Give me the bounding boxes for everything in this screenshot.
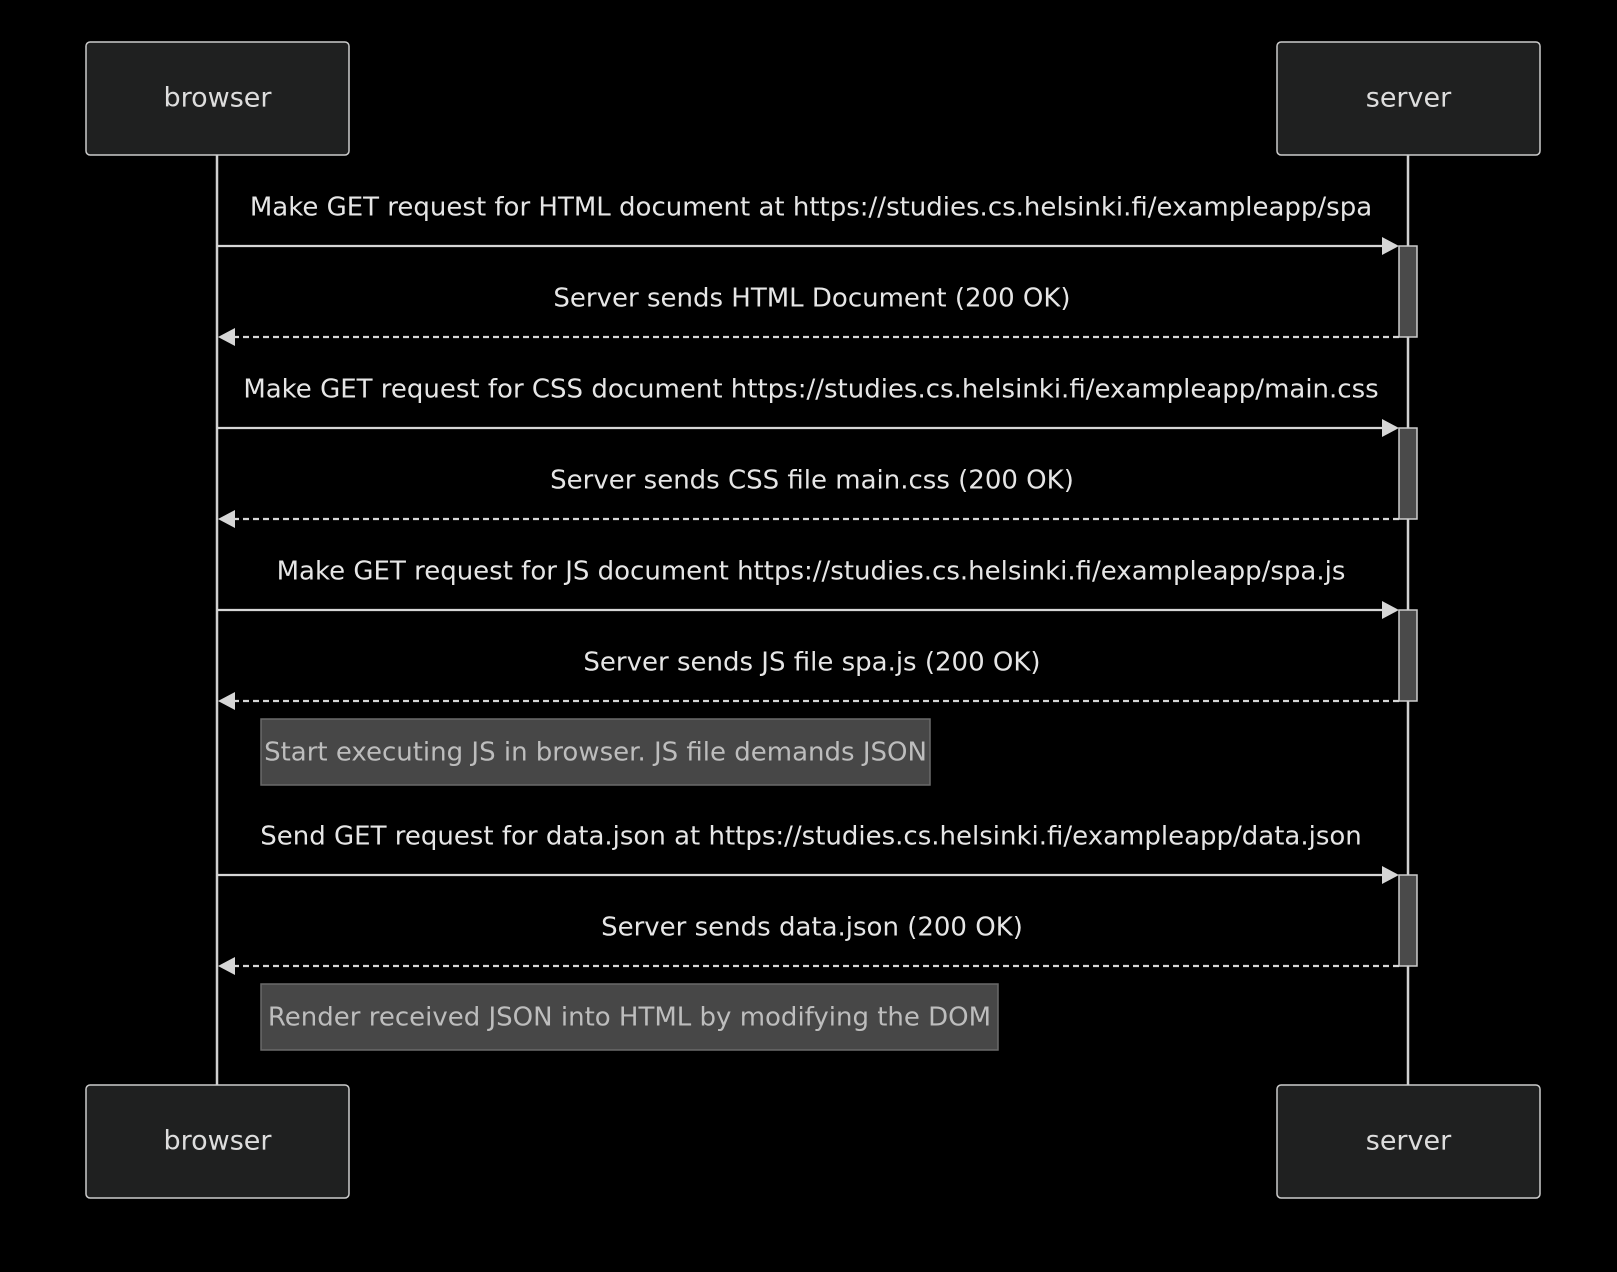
message-1-label: Make GET request for HTML document at ht… (250, 193, 1372, 223)
arrowhead-right-icon (1382, 601, 1399, 619)
message-5: Make GET request for JS document https:/… (217, 557, 1399, 619)
message-8: Server sends data.json (200 OK) (218, 913, 1399, 975)
actor-browser-top-label: browser (163, 83, 272, 114)
server-activation-2 (1398, 427, 1418, 520)
note-1-text: Start executing JS in browser. JS file d… (264, 738, 927, 768)
note-2: Render received JSON into HTML by modify… (260, 983, 999, 1051)
actor-server-bottom-label: server (1366, 1126, 1452, 1157)
server-activation-1 (1398, 245, 1418, 338)
message-6: Server sends JS file spa.js (200 OK) (218, 648, 1399, 710)
message-3-label: Make GET request for CSS document https:… (243, 375, 1378, 405)
message-6-label: Server sends JS file spa.js (200 OK) (583, 648, 1040, 678)
message-5-label: Make GET request for JS document https:/… (277, 557, 1346, 587)
actor-server-bottom: server (1276, 1084, 1541, 1199)
message-1: Make GET request for HTML document at ht… (217, 193, 1399, 255)
message-3: Make GET request for CSS document https:… (217, 375, 1399, 437)
actor-browser-bottom-label: browser (163, 1126, 272, 1157)
arrowhead-left-icon (218, 328, 235, 346)
message-8-label: Server sends data.json (200 OK) (601, 913, 1023, 943)
message-7: Send GET request for data.json at https:… (217, 822, 1399, 884)
arrowhead-right-icon (1382, 237, 1399, 255)
actor-server-top-label: server (1366, 83, 1452, 114)
arrowhead-left-icon (218, 692, 235, 710)
message-7-label: Send GET request for data.json at https:… (260, 822, 1362, 852)
actor-browser-bottom: browser (85, 1084, 350, 1199)
arrowhead-left-icon (218, 957, 235, 975)
note-2-text: Render received JSON into HTML by modify… (268, 1003, 991, 1033)
message-4: Server sends CSS file main.css (200 OK) (218, 466, 1399, 528)
actor-server-top: server (1276, 41, 1541, 156)
note-1: Start executing JS in browser. JS file d… (260, 718, 931, 786)
server-activation-4 (1398, 874, 1418, 967)
message-4-label: Server sends CSS file main.css (200 OK) (550, 466, 1074, 496)
message-2-label: Server sends HTML Document (200 OK) (553, 284, 1070, 314)
message-2: Server sends HTML Document (200 OK) (218, 284, 1399, 346)
arrowhead-right-icon (1382, 866, 1399, 884)
arrowhead-left-icon (218, 510, 235, 528)
actor-browser-top: browser (85, 41, 350, 156)
arrowhead-right-icon (1382, 419, 1399, 437)
server-activation-3 (1398, 609, 1418, 702)
